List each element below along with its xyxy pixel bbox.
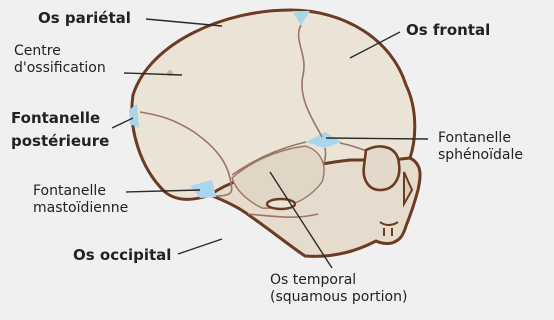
orbit xyxy=(364,146,400,190)
label-os-frontal: Os frontal xyxy=(406,21,490,39)
label-os-parietal: Os pariétal xyxy=(38,9,131,27)
leader-posterior-fontanelle xyxy=(112,118,133,128)
label-mastoid-fontanelle: Fontanelle mastoïdienne xyxy=(33,183,128,217)
label-sphenoid-fontanelle: Fontanelle sphénoïdale xyxy=(438,130,523,164)
leader-occipital xyxy=(178,239,222,254)
label-ossification-center: Centre d'ossification xyxy=(14,43,106,77)
label-os-temporal: Os temporal (squamous portion) xyxy=(270,272,407,306)
leader-sphenoid-fontanelle xyxy=(326,138,428,139)
label-posterior-fontanelle: Fontanelle postérieure xyxy=(11,107,109,154)
leader-parietal xyxy=(146,19,222,26)
label-os-occipital: Os occipital xyxy=(73,246,171,264)
